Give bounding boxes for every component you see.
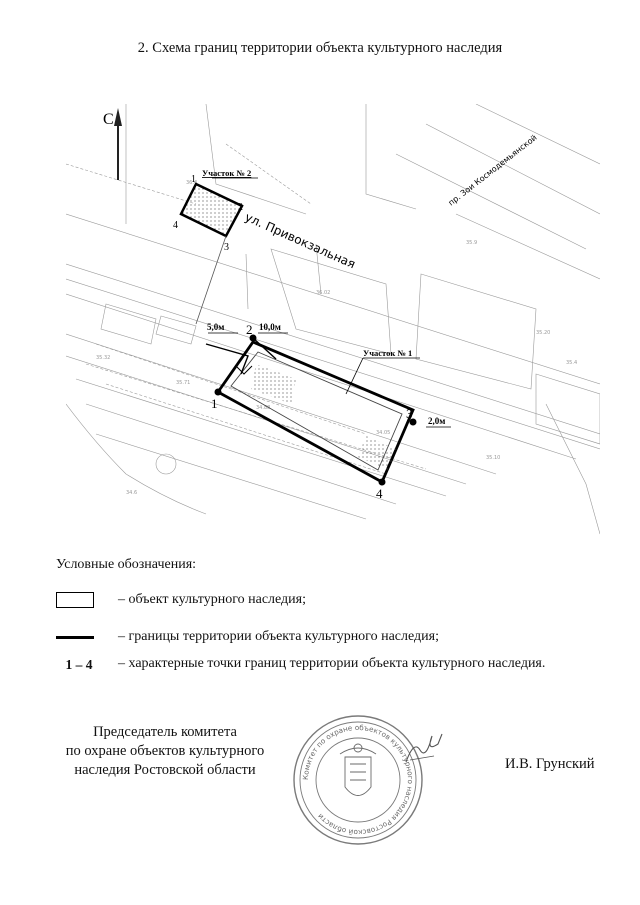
plot1-boundary bbox=[215, 340, 415, 484]
legend-text-boundary: – границы территории объекта культурного… bbox=[118, 629, 439, 644]
dimension-2m: 2,0м bbox=[428, 416, 445, 426]
coat-of-arms-icon bbox=[339, 743, 377, 796]
svg-text:35.71: 35.71 bbox=[176, 380, 190, 386]
plot1-point-3: 3 bbox=[406, 406, 413, 421]
signatory-role-line-2: по охране объектов культурного bbox=[65, 743, 265, 759]
plot2-point-1: 1 bbox=[191, 174, 196, 185]
signatory-name: И.В. Грунский bbox=[505, 756, 595, 772]
signatory-role-line-1: Председатель комитета bbox=[93, 724, 237, 740]
svg-text:35.9: 35.9 bbox=[466, 240, 477, 246]
cadastral-background bbox=[66, 104, 600, 535]
svg-text:34.6: 34.6 bbox=[126, 490, 137, 496]
signatory-role-line-3: наследия Ростовской области bbox=[74, 762, 256, 778]
official-seal-stamp: Комитет по охране объектов культурного н… bbox=[293, 715, 423, 845]
svg-text:35.10: 35.10 bbox=[486, 455, 500, 461]
legend-heading: Условные обозначения: bbox=[56, 557, 197, 572]
plot2-point-4: 4 bbox=[173, 220, 178, 231]
plot1-point-4: 4 bbox=[376, 486, 383, 501]
legend-text-heritage-object: – объект культурного наследия; bbox=[118, 592, 306, 607]
svg-text:34.05: 34.05 bbox=[376, 430, 390, 436]
legend-symbol-points: 1 – 4 bbox=[65, 657, 93, 672]
north-arrow-icon bbox=[114, 108, 122, 180]
plot1-point-2: 2 bbox=[246, 322, 253, 337]
plot1-point-1: 1 bbox=[211, 396, 218, 411]
svg-text:35.32: 35.32 bbox=[96, 355, 110, 361]
svg-text:34.88: 34.88 bbox=[256, 405, 270, 411]
handwritten-signature bbox=[405, 733, 443, 763]
document-title: 2. Схема границ территории объекта культ… bbox=[137, 40, 503, 56]
dimension-10m: 10,0м bbox=[259, 322, 281, 332]
svg-text:35.20: 35.20 bbox=[536, 330, 550, 336]
signatory-role: Председатель комитета по охране объектов… bbox=[40, 723, 290, 780]
legend-text-points: – характерные точки границ территории об… bbox=[118, 656, 546, 671]
svg-text:36.02: 36.02 bbox=[316, 290, 330, 296]
boundary-scheme-map: 35.32 35.71 34.88 34.05 35.10 35.20 36.0… bbox=[66, 104, 600, 540]
svg-text:35.4: 35.4 bbox=[566, 360, 577, 366]
legend-symbol-boundary-line bbox=[56, 636, 94, 639]
dimension-5m: 5,0м bbox=[207, 322, 224, 332]
plot2-label: Участок № 2 bbox=[202, 168, 251, 178]
plot2-point-2: 2 bbox=[238, 202, 243, 213]
north-label: С bbox=[103, 111, 114, 128]
plot1-label: Участок № 1 bbox=[363, 348, 412, 358]
plot2-point-3: 3 bbox=[224, 242, 229, 253]
legend-symbol-heritage-object bbox=[56, 592, 94, 608]
svg-text:36.4: 36.4 bbox=[186, 180, 197, 186]
